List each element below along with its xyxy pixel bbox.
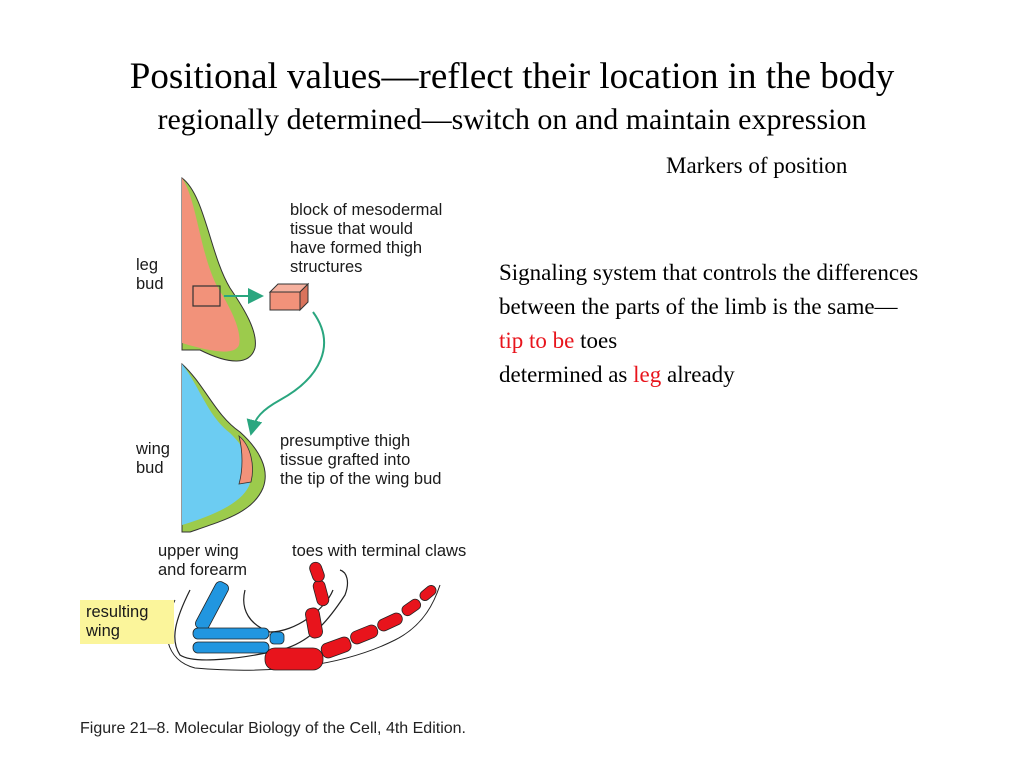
mesodermal-block-label-line-3: have formed thigh xyxy=(290,239,423,257)
graft-label-line-2: tissue grafted into xyxy=(280,451,411,469)
leg-bud-tissue-block-outline xyxy=(192,285,221,307)
explanation-line-2: between the parts of the limb is the sam… xyxy=(499,294,898,319)
upper-wing-label: upper wing and forearm xyxy=(158,542,247,580)
wing-bud-drawing xyxy=(181,362,266,533)
markers-of-position-label: Markers of position xyxy=(666,153,848,178)
graft-transfer-arrow xyxy=(246,311,325,436)
resulting-wing-label: resulting wing xyxy=(80,600,174,644)
toes-label: toes with terminal claws xyxy=(292,542,467,560)
leg-bud-label: leg bud xyxy=(136,256,164,294)
mesodermal-block-label: block of mesodermal tissue that would ha… xyxy=(290,201,442,277)
resulting-wing-label-line-2: wing xyxy=(86,622,120,640)
leg-bud-label-line-1: leg xyxy=(136,256,159,274)
mesodermal-block-label-line-1: block of mesodermal xyxy=(290,201,443,219)
leg-highlight: leg xyxy=(633,362,662,387)
upper-wing-label-line-2: and forearm xyxy=(158,561,247,579)
slide-subtitle: regionally determined—switch on and main… xyxy=(157,103,867,136)
graft-label-line-3: the tip of the wing bud xyxy=(280,470,442,488)
wing-bud-label-line-2: bud xyxy=(136,459,164,477)
explanation-line-3: tip to be toes xyxy=(499,324,918,358)
wing-bud-label-line-1: wing xyxy=(136,440,170,458)
wing-bud-label: wing bud xyxy=(136,440,170,478)
toe-bones xyxy=(264,561,437,671)
graft-label-line-1: presumptive thigh xyxy=(280,432,411,450)
figure-caption: Figure 21–8. Molecular Biology of the Ce… xyxy=(80,720,466,737)
wing-bones xyxy=(192,581,285,654)
explanation-text: Signaling system that controls the diffe… xyxy=(499,256,918,392)
explanation-line-1: Signaling system that controls the diffe… xyxy=(499,260,919,285)
limb-graft-figure: leg bud block of mesodermal tissue that … xyxy=(75,170,525,710)
leg-bud-drawing xyxy=(181,177,256,362)
grafted-tissue xyxy=(238,434,253,485)
upper-wing-label-line-1: upper wing xyxy=(158,542,239,560)
tip-to-be-highlight: tip to be xyxy=(499,328,575,353)
excised-tissue-cube xyxy=(268,282,310,312)
mesodermal-block-label-line-2: tissue that would xyxy=(290,220,413,238)
wing-bud-mesoderm xyxy=(182,364,252,525)
graft-label: presumptive thigh tissue grafted into th… xyxy=(280,432,441,489)
already-text: already xyxy=(661,362,735,387)
toes-text: toes xyxy=(574,328,618,353)
explanation-line-4: determined as leg already xyxy=(499,358,918,392)
slide-title: Positional values—reflect their location… xyxy=(129,56,895,97)
mesodermal-block-label-line-4: structures xyxy=(290,258,363,276)
leg-bud-mesoderm xyxy=(182,178,240,352)
resulting-wing-label-line-1: resulting xyxy=(86,603,149,621)
limb-graft-illustration xyxy=(166,177,441,671)
determined-as-text: determined as xyxy=(499,362,634,387)
leg-bud-label-line-2: bud xyxy=(136,275,164,293)
